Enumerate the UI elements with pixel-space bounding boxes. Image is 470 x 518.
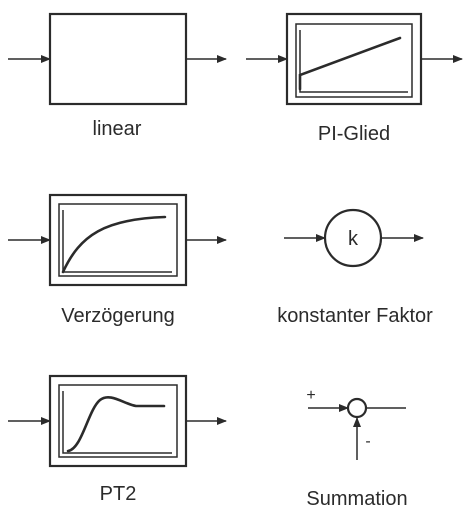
pt2-axes <box>62 391 172 454</box>
pt2-overshoot-curve <box>66 395 166 453</box>
pi-glied-step-ramp-curve <box>298 36 402 91</box>
summation-group: + - Summation <box>306 387 407 510</box>
verzoegerung-exponential-curve <box>61 215 167 274</box>
konstanter-faktor-symbol: k <box>348 228 359 250</box>
summation-plus-sign: + <box>306 387 315 404</box>
konstanter-faktor-label: konstanter Faktor <box>277 305 433 327</box>
pi-glied-block-group: PI-Glied <box>246 12 463 145</box>
pi-glied-plot-frame <box>295 23 413 98</box>
verzoegerung-plot-frame <box>58 203 178 277</box>
konstanter-faktor-group: k konstanter Faktor <box>277 208 433 327</box>
summation-label: Summation <box>306 488 407 510</box>
pi-glied-block <box>285 12 423 106</box>
verzoegerung-label: Verzögerung <box>61 305 174 327</box>
linear-block-group: linear <box>8 12 227 140</box>
pt2-plot-frame <box>58 384 178 458</box>
pt2-label: PT2 <box>100 483 137 505</box>
pi-glied-label: PI-Glied <box>318 123 390 145</box>
linear-block <box>48 12 188 106</box>
summation-minus-sign: - <box>365 433 370 450</box>
verzoegerung-block-group: Verzögerung <box>8 193 227 327</box>
pi-glied-axes <box>299 30 408 93</box>
pt2-block-group: PT2 <box>8 374 227 505</box>
summation-junction <box>346 397 368 419</box>
linear-label: linear <box>93 118 142 140</box>
verzoegerung-axes <box>62 210 172 273</box>
